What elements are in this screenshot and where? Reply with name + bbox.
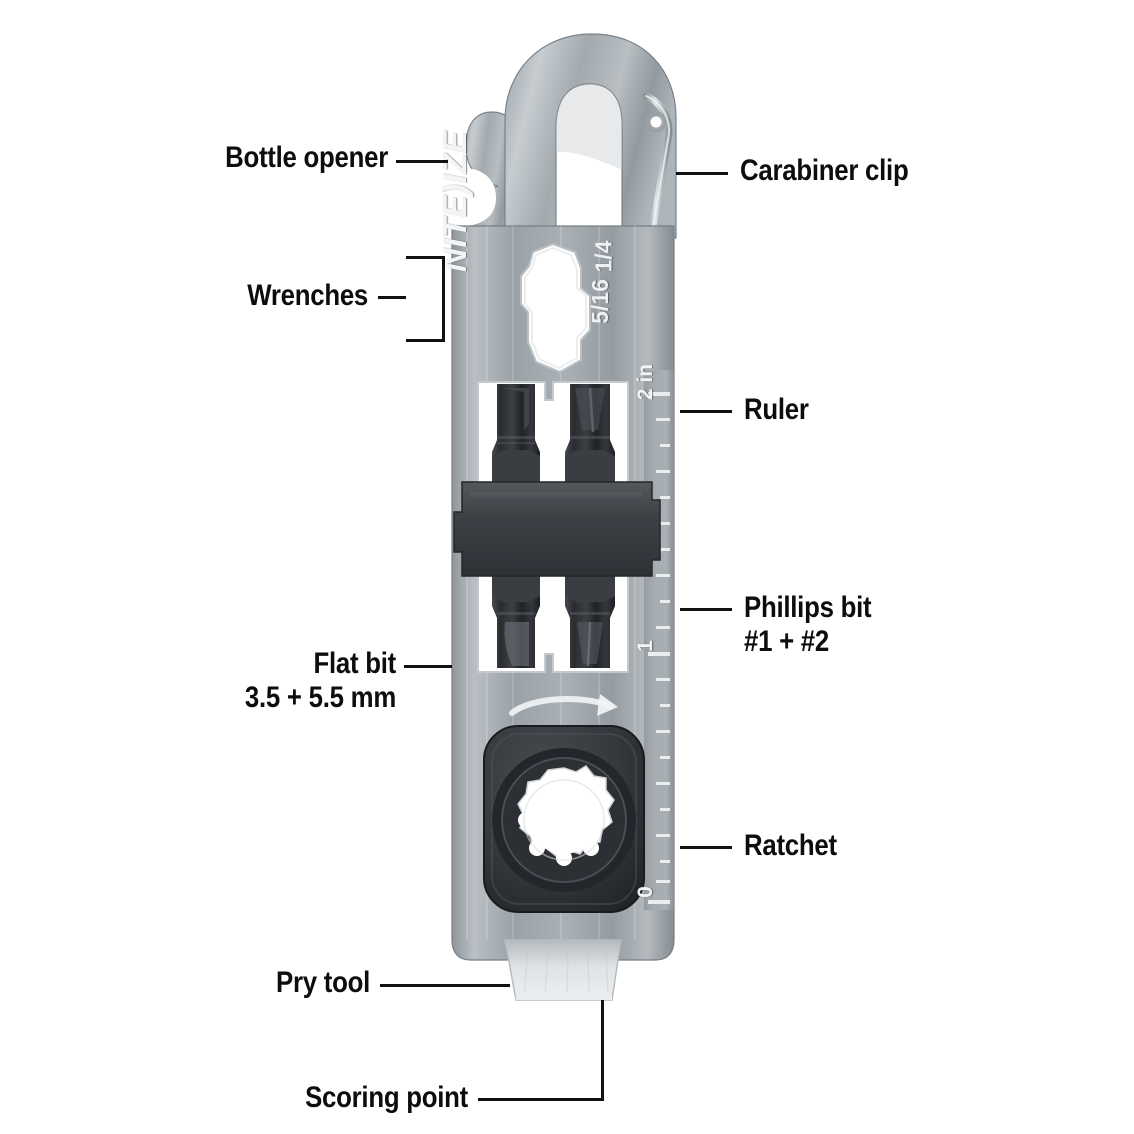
leader-line-scoring-point [478,1098,604,1101]
leader-line-bottle-opener [396,160,448,163]
leader-line-ruler [680,410,732,413]
callout-label-ruler: Ruler [744,393,809,426]
wrench-cutouts [520,242,591,374]
callout-label-scoring-point: Scoring point [305,1081,468,1114]
callout-label-pry-tool: Pry tool [276,966,370,999]
callout-label-flat-bit-detail: 3.5 + 5.5 mm [244,681,396,714]
ruler-strip [644,370,674,910]
bit-phillips-upper [565,384,615,498]
leader-line-carabiner-clip [676,172,728,175]
carabiner-wire-gate [642,92,673,236]
ruler-mark-0: 0 [633,886,657,898]
bit-flat-upper [492,384,540,498]
leader-line-wrenches [378,296,406,299]
bracket-wrenches [406,256,445,342]
ruler-mark-1: 1 [633,640,657,652]
callout-label-flat-bit: Flat bit [313,647,397,680]
leader-line-pry-tool [380,984,510,987]
ruler-mark-2in: 2 in [634,363,658,401]
wrench-size-quarter: 1/4 [590,240,617,273]
carabiner-body [461,33,677,239]
leader-line-flat-bit [404,665,452,668]
callout-label-ratchet: Ratchet [744,829,837,862]
leader-line-phillips-bit [680,608,732,611]
callout-label-wrenches: Wrenches [247,279,368,312]
bit-retaining-band [453,481,661,577]
wrench-size-five-sixteenths: 5/16 [586,279,613,324]
callout-label-bottle-opener: Bottle opener [225,141,388,174]
leader-line-ratchet [680,846,732,849]
bit-phillips-lower [565,560,615,668]
callout-label-phillips-bit-detail: #1 + #2 [744,625,829,658]
leader-vertical-scoring-point [601,1000,604,1100]
pry-tool-tip [504,939,622,1001]
callout-label-carabiner-clip: Carabiner clip [740,154,909,187]
callout-label-phillips-bit: Phillips bit [744,591,872,624]
ratchet-mechanism [483,694,645,913]
